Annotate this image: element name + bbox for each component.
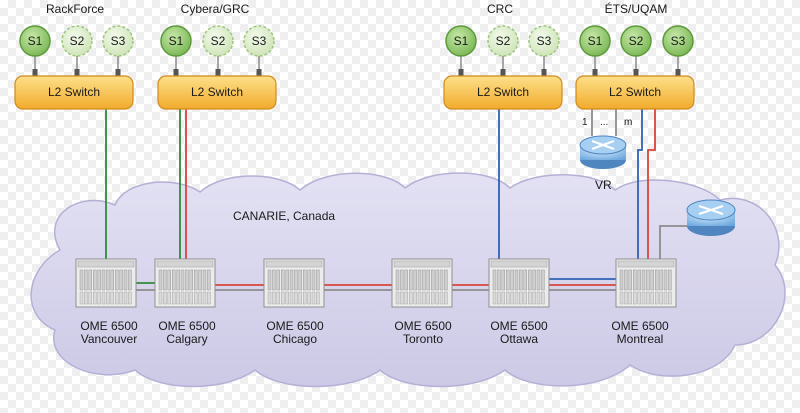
ome-chassis-icon [75, 258, 137, 308]
switch-label: L2 Switch [608, 85, 662, 99]
server-s2 [487, 25, 519, 57]
router-icon [591, 140, 615, 150]
links-layer [100, 109, 687, 291]
server-s1 [19, 25, 51, 57]
ome-city: Montreal [616, 332, 664, 346]
site-1 [157, 25, 277, 110]
site-label-ets-uqam: ÉTS/UQAM [604, 2, 668, 16]
site-label-cybera: Cybera/GRC [180, 2, 250, 16]
router-uplink [659, 225, 687, 270]
sites-layer [14, 25, 695, 110]
ome-chassis-icon [154, 258, 216, 308]
server-s2 [61, 25, 93, 57]
port-stub [675, 69, 681, 76]
site-2 [443, 25, 563, 110]
port-stub [633, 69, 639, 76]
port-label-dots: ... [600, 117, 609, 128]
server-s2 [202, 25, 234, 57]
server-label: S3 [536, 34, 552, 48]
ome-label-chicago: OME 6500 Chicago [250, 320, 340, 346]
ome-layer [75, 258, 677, 308]
switch-label: L2 Switch [190, 85, 244, 99]
l2-switch [157, 75, 277, 110]
server-label: S1 [453, 34, 469, 48]
port-stub [32, 69, 38, 76]
router [686, 199, 736, 236]
ome-label-montreal: OME 6500 Montreal [595, 320, 685, 346]
server-label: S3 [251, 34, 267, 48]
ome-model: OME 6500 [611, 319, 669, 333]
ome-city: Ottawa [499, 332, 538, 346]
server-s3 [528, 25, 560, 57]
server-label: S2 [210, 34, 226, 48]
site-0 [14, 25, 134, 110]
blue-vlan-link [498, 109, 643, 280]
ome-city: Toronto [402, 332, 444, 346]
ome-label-toronto: OME 6500 Toronto [378, 320, 468, 346]
ome-chassis-icon [488, 258, 550, 308]
server-s3 [662, 25, 694, 57]
ome-chassis-icon [263, 258, 325, 308]
ome-label-ottawa: OME 6500 Ottawa [474, 320, 564, 346]
ome-chassis-icon [615, 258, 677, 308]
site-label-rackforce: RackForce [45, 2, 104, 16]
server-label: S2 [69, 34, 85, 48]
ome-city: Vancouver [80, 332, 138, 346]
l2-switch [575, 75, 695, 110]
server-s1 [160, 25, 192, 57]
site-label-crc: CRC [487, 2, 513, 16]
server-label: S1 [168, 34, 184, 48]
green-vlan-link [105, 109, 181, 284]
ome-model: OME 6500 [80, 319, 138, 333]
port-label-last: m [624, 117, 633, 128]
port-stub [541, 69, 547, 76]
ome-city: Calgary [166, 332, 208, 346]
ome-model: OME 6500 [158, 319, 216, 333]
port-stub [458, 69, 464, 76]
cloud-label: CANARIE, Canada [233, 209, 336, 223]
port-stub [500, 69, 506, 76]
server-label: S3 [110, 34, 126, 48]
server-label: S3 [670, 34, 686, 48]
port-stub [215, 69, 221, 76]
port-stub [115, 69, 121, 76]
ome-model: OME 6500 [490, 319, 548, 333]
vr-router [579, 135, 627, 169]
switch-label: L2 Switch [476, 85, 530, 99]
ome-label-calgary: OME 6500 Calgary [142, 320, 232, 346]
ome-model: OME 6500 [394, 319, 452, 333]
server-label: S2 [495, 34, 511, 48]
port-stub [74, 69, 80, 76]
server-s3 [102, 25, 134, 57]
vr-label: VR [595, 178, 612, 192]
ome-model: OME 6500 [266, 319, 324, 333]
ome-chassis-icon [391, 258, 453, 308]
ome-city: Chicago [272, 332, 318, 346]
switch-label: L2 Switch [47, 85, 101, 99]
server-label: S1 [587, 34, 603, 48]
server-s1 [579, 25, 611, 57]
port-label-first: 1 [582, 117, 588, 128]
router-icon [698, 205, 724, 215]
l2-switch [443, 75, 563, 110]
port-stub [173, 69, 179, 76]
port-stub [592, 69, 598, 76]
server-label: S1 [27, 34, 43, 48]
server-label: S2 [628, 34, 644, 48]
server-s1 [445, 25, 477, 57]
site-3 [575, 25, 695, 110]
ome-label-vancouver: OME 6500 Vancouver [64, 320, 154, 346]
server-s3 [243, 25, 275, 57]
port-stub [256, 69, 262, 76]
red-vlan-link [185, 109, 656, 286]
server-s2 [620, 25, 652, 57]
l2-switch [14, 75, 134, 110]
